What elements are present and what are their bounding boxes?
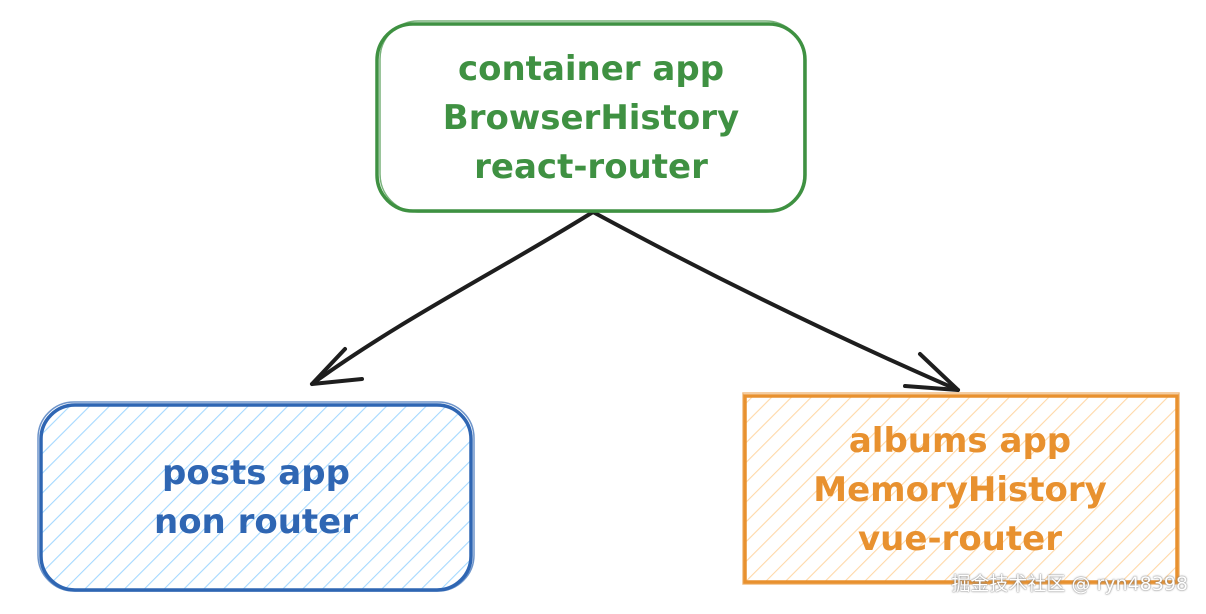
node-albums-app: albums app MemoryHistory vue-router <box>742 392 1180 585</box>
edge-container-to-albums <box>591 210 960 392</box>
watermark: 掘金技术社区 @ ryn48398 <box>951 573 1188 595</box>
node-box <box>743 394 1179 584</box>
node-label-line-2: non router <box>154 502 358 542</box>
node-label-line-1: container app <box>458 49 724 89</box>
arrowhead-icon <box>310 347 364 386</box>
edge-container-to-posts <box>310 210 595 386</box>
node-label-line-3: vue-router <box>858 519 1062 559</box>
node-posts-app: posts app non router <box>37 401 475 592</box>
node-label-line-1: albums app <box>849 421 1071 461</box>
node-container-app: container app BrowserHistory react-route… <box>375 20 807 213</box>
node-label-line-2: MemoryHistory <box>813 470 1107 510</box>
node-label-line-1: posts app <box>162 453 350 493</box>
node-label-line-2: BrowserHistory <box>443 98 739 138</box>
node-box <box>375 22 807 213</box>
node-label-line-3: react-router <box>474 147 708 187</box>
node-box <box>39 403 473 592</box>
edge-line <box>310 210 595 386</box>
edge-line <box>591 210 960 392</box>
arrowhead-icon <box>903 352 960 392</box>
